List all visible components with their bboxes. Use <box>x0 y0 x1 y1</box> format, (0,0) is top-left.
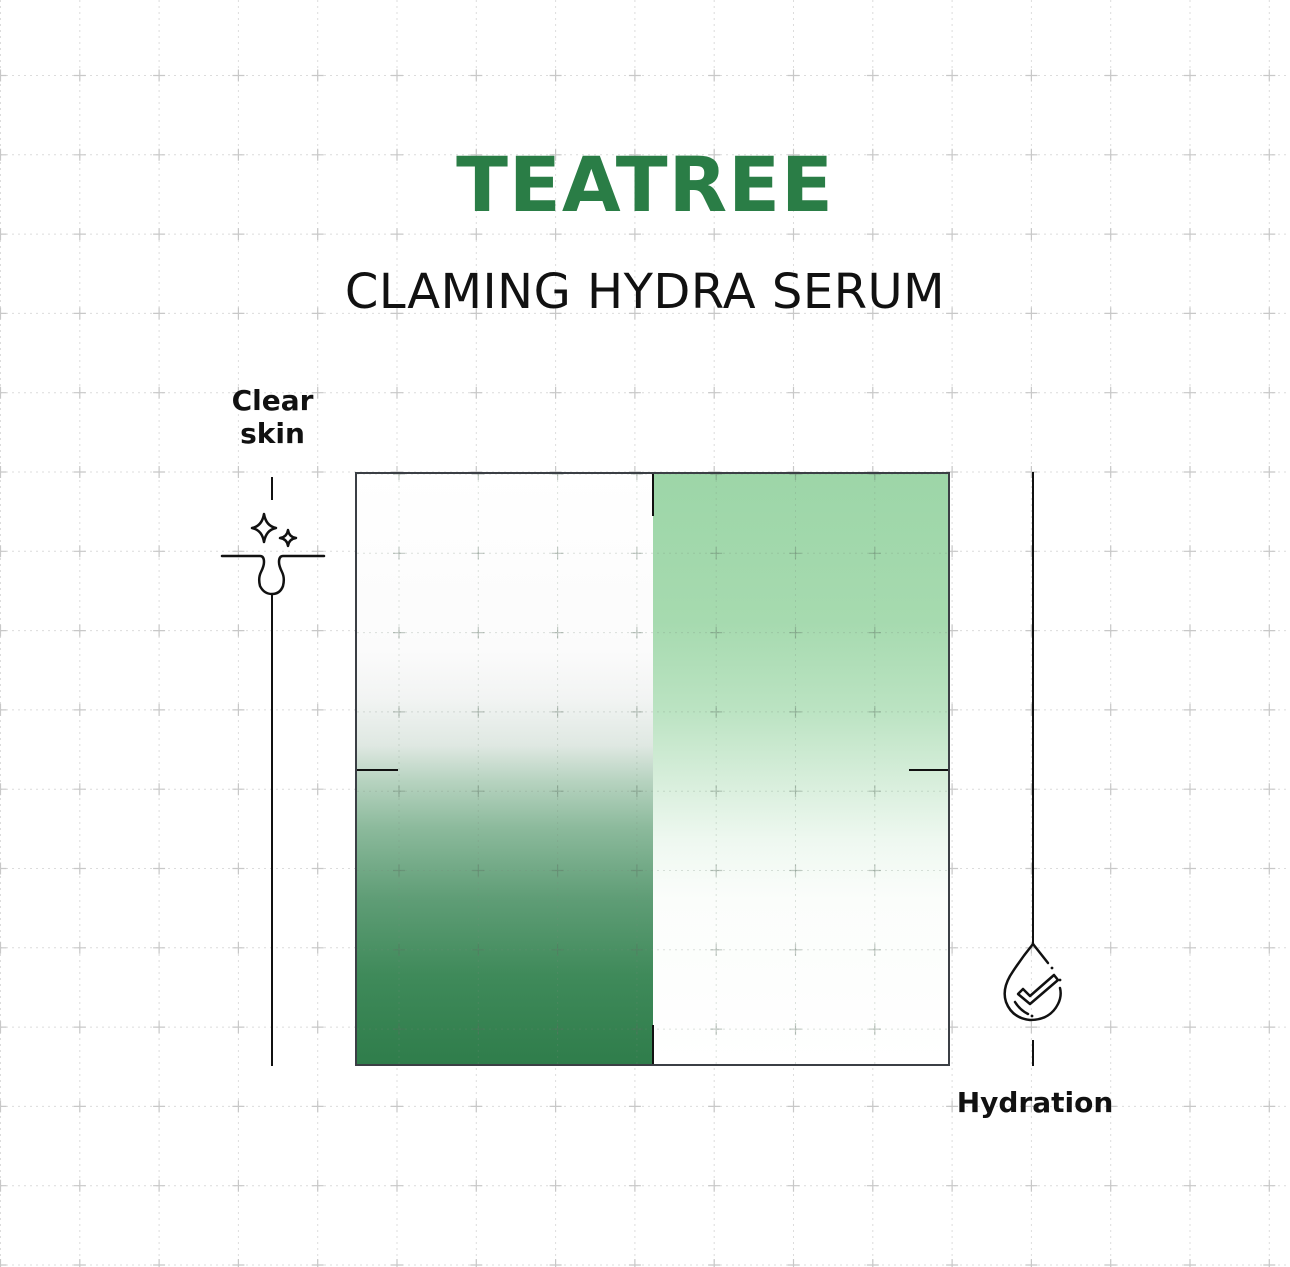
midline-tick-left <box>357 769 398 771</box>
clear-skin-label: Clear skin <box>205 384 340 450</box>
midline-tick-right <box>909 769 948 771</box>
left-axis-line-bottom <box>271 594 273 1066</box>
left-axis-line-top <box>271 477 273 500</box>
clear-skin-label-line2: skin <box>240 417 305 450</box>
water-drop-check-icon <box>1003 942 1062 1022</box>
divider-tick-bottom <box>652 1025 654 1064</box>
hydration-label: Hydration <box>956 1086 1114 1119</box>
chart-grid-overlay <box>357 474 948 1064</box>
sparkle-pore-icon <box>220 512 326 596</box>
divider-tick-top <box>652 474 654 516</box>
clear-skin-label-line1: Clear <box>231 384 314 417</box>
right-axis-line-top <box>1032 472 1034 944</box>
product-brand-title: TEATREE <box>456 140 834 229</box>
hydration-column <box>653 474 948 1064</box>
comparison-chart <box>355 472 950 1066</box>
product-subtitle: CLAMING HYDRA SERUM <box>344 264 946 320</box>
clear-skin-column <box>357 474 653 1064</box>
right-axis-line-bottom <box>1032 1040 1034 1066</box>
